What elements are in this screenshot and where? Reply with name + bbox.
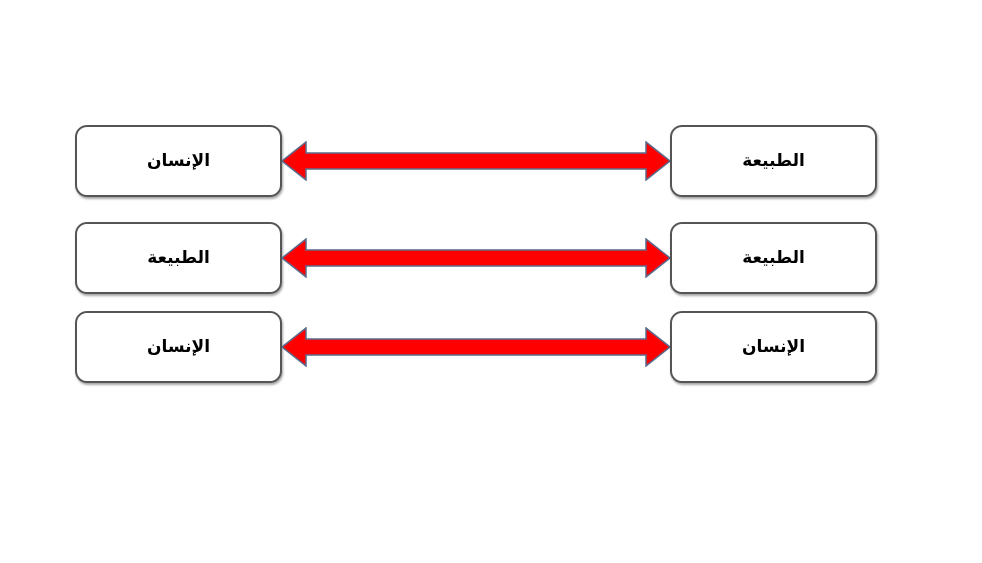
relation-row-3: الإنسان الإنسان xyxy=(0,311,982,387)
right-node-3: الإنسان xyxy=(670,311,877,383)
relation-row-1: الإنسان الطبيعة xyxy=(0,125,982,201)
double-headed-arrow-icon xyxy=(282,238,670,278)
left-node-2-label: الطبيعة xyxy=(147,248,210,268)
left-node-3: الإنسان xyxy=(75,311,282,383)
double-headed-arrow-icon xyxy=(282,327,670,367)
right-node-3-label: الإنسان xyxy=(741,337,806,357)
left-node-1-label: الإنسان xyxy=(146,151,211,171)
left-node-3-label: الإنسان xyxy=(146,337,211,357)
double-headed-arrow-icon xyxy=(282,141,670,181)
right-node-1: الطبيعة xyxy=(670,125,877,197)
relation-row-2: الطبيعة الطبيعة xyxy=(0,222,982,298)
left-node-2: الطبيعة xyxy=(75,222,282,294)
right-node-2: الطبيعة xyxy=(670,222,877,294)
right-node-2-label: الطبيعة xyxy=(742,248,805,268)
right-node-1-label: الطبيعة xyxy=(742,151,805,171)
left-node-1: الإنسان xyxy=(75,125,282,197)
